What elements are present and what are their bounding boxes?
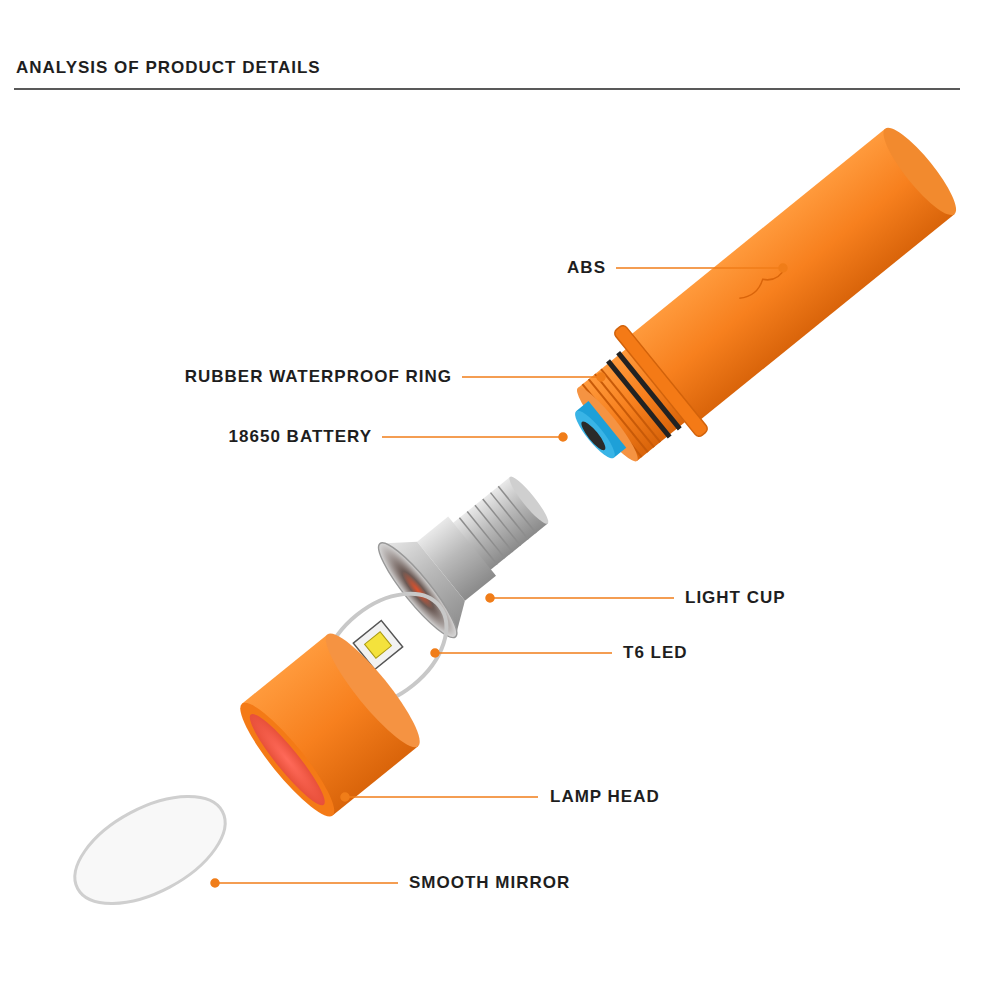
mirror-lens [58,774,242,925]
part-label: 18650 BATTERY [227,427,374,447]
part-label: LIGHT CUP [683,588,788,608]
leader-lines [211,264,787,887]
part-label: SMOOTH MIRROR [407,873,572,893]
part-label: RUBBER WATERPROOF RING [183,367,454,387]
lamp-head [230,624,431,825]
part-label: LAMP HEAD [548,787,662,807]
part-label: ABS [565,258,608,278]
header-rule [14,88,960,90]
page-title: ANALYSIS OF PRODUCT DETAILS [14,58,323,78]
light-cup [370,450,571,645]
tube-body [546,110,974,493]
part-label: T6 LED [621,643,690,663]
